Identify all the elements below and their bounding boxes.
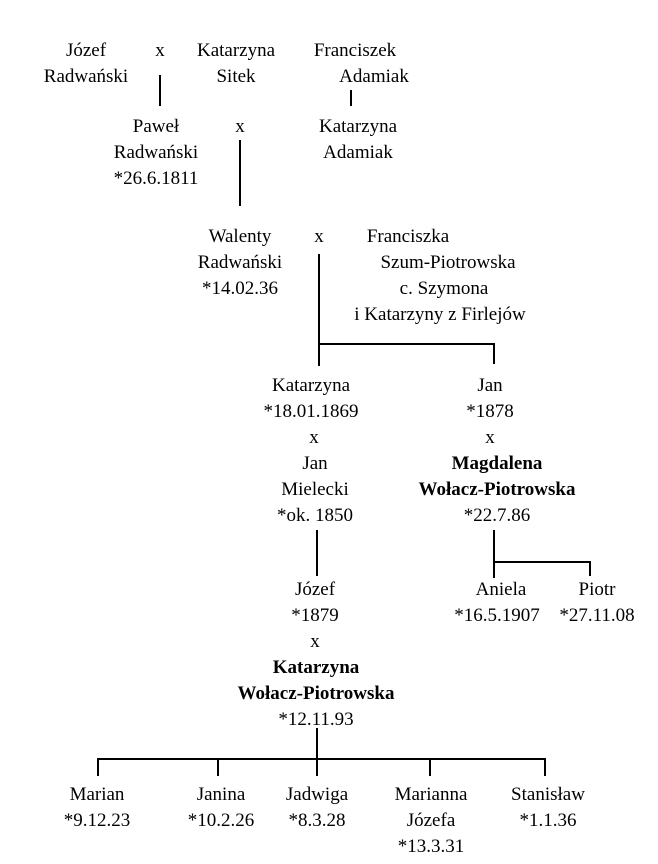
- birth-date: *13.3.31: [397, 836, 465, 857]
- marriage-marker: x: [310, 631, 320, 652]
- name: Franciszka: [366, 226, 450, 247]
- person-aniela: Aniela *16.5.1907: [454, 577, 540, 629]
- name: Paweł: [132, 116, 180, 137]
- birth-date: *ok. 1850: [277, 505, 353, 526]
- person-jadwiga: Jadwiga *8.3.28: [286, 782, 348, 834]
- person-jan-1878: Jan *1878: [466, 373, 514, 425]
- name: Franciszek: [313, 40, 397, 61]
- person-marian: Marian *9.12.23: [64, 782, 131, 834]
- person-katarzyna-1869: Katarzyna *18.01.1869: [264, 373, 359, 425]
- surname: Szum-Piotrowska: [380, 252, 516, 273]
- surname: Radwański: [113, 142, 199, 163]
- person-piotr: Piotr *27.11.08: [559, 577, 634, 629]
- marriage-marker: x: [155, 40, 165, 61]
- person-katarzyna-sitek: Katarzyna Sitek: [197, 38, 275, 90]
- father-note: c. Szymona: [399, 278, 489, 299]
- birth-date: *12.11.93: [278, 709, 354, 730]
- surname: Radwański: [43, 66, 129, 87]
- birth-date: *1878: [466, 401, 514, 422]
- person-pawel-radwanski: Paweł Radwański *26.6.1811: [114, 114, 199, 192]
- name: Józef: [294, 579, 336, 600]
- name: Janina: [196, 784, 246, 805]
- name: Józef: [65, 40, 107, 61]
- birth-date: *10.2.26: [187, 810, 255, 831]
- person-katarzyna-wolacz-piotrowska: Katarzyna Wołacz-Piotrowska *12.11.93: [238, 655, 395, 733]
- person-franciszka-szum-piotrowska: Franciszka Szum-Piotrowska c. Szymona i …: [354, 224, 525, 328]
- birth-date: *27.11.08: [559, 605, 635, 626]
- birth-date: *22.7.86: [463, 505, 531, 526]
- person-walenty-radwanski: Walenty Radwański *14.02.36: [198, 224, 282, 302]
- birth-date: *26.6.1811: [113, 168, 199, 189]
- surname: Adamiak: [323, 142, 393, 163]
- person-jan-mielecki: Jan Mielecki *ok. 1850: [277, 451, 353, 529]
- surname: Adamiak: [339, 66, 409, 87]
- person-jozef-radwanski: Józef Radwański: [44, 38, 128, 90]
- marriage-marker: x: [314, 226, 324, 247]
- birth-date: *8.3.28: [288, 810, 346, 831]
- birth-date: *16.5.1907: [454, 605, 540, 626]
- name: Jadwiga: [285, 784, 349, 805]
- surname: Sitek: [216, 66, 256, 87]
- surname: Mielecki: [281, 479, 349, 500]
- name: Jan: [302, 453, 328, 474]
- name: Marian: [69, 784, 125, 805]
- marriage-marker: x: [309, 427, 319, 448]
- name: Magdalena: [451, 453, 543, 474]
- name: Marianna: [394, 784, 468, 805]
- marriage-marker: x: [235, 116, 245, 137]
- person-janina: Janina *10.2.26: [188, 782, 255, 834]
- person-franciszek-adamiak: Franciszek Adamiak: [301, 38, 409, 90]
- mother-note: i Katarzyny z Firlejów: [354, 304, 526, 325]
- name: Aniela: [475, 579, 527, 600]
- birth-date: *1879: [291, 605, 339, 626]
- name: Jan: [477, 375, 503, 396]
- second-name: Józefa: [406, 810, 456, 831]
- surname: Wołacz-Piotrowska: [237, 683, 395, 704]
- name: Piotr: [578, 579, 616, 600]
- name: Katarzyna: [196, 40, 276, 61]
- birth-date: *9.12.23: [63, 810, 131, 831]
- name: Katarzyna: [318, 116, 398, 137]
- person-magdalena-wolacz-piotrowska: Magdalena Wołacz-Piotrowska *22.7.86: [419, 451, 576, 529]
- person-stanislaw: Stanisław *1.1.36: [511, 782, 585, 834]
- birth-date: *18.01.1869: [263, 401, 359, 422]
- name: Walenty: [208, 226, 272, 247]
- person-katarzyna-adamiak: Katarzyna Adamiak: [319, 114, 397, 166]
- name: Katarzyna: [272, 657, 360, 678]
- name: Stanisław: [511, 784, 585, 805]
- surname: Radwański: [197, 252, 283, 273]
- person-jozef-1879: Józef *1879: [291, 577, 339, 629]
- birth-date: *1.1.36: [519, 810, 577, 831]
- marriage-marker: x: [485, 427, 495, 448]
- surname: Wołacz-Piotrowska: [418, 479, 576, 500]
- birth-date: *14.02.36: [202, 278, 278, 299]
- person-marianna-jozefa: Marianna Józefa *13.3.31: [395, 782, 468, 860]
- name: Katarzyna: [271, 375, 351, 396]
